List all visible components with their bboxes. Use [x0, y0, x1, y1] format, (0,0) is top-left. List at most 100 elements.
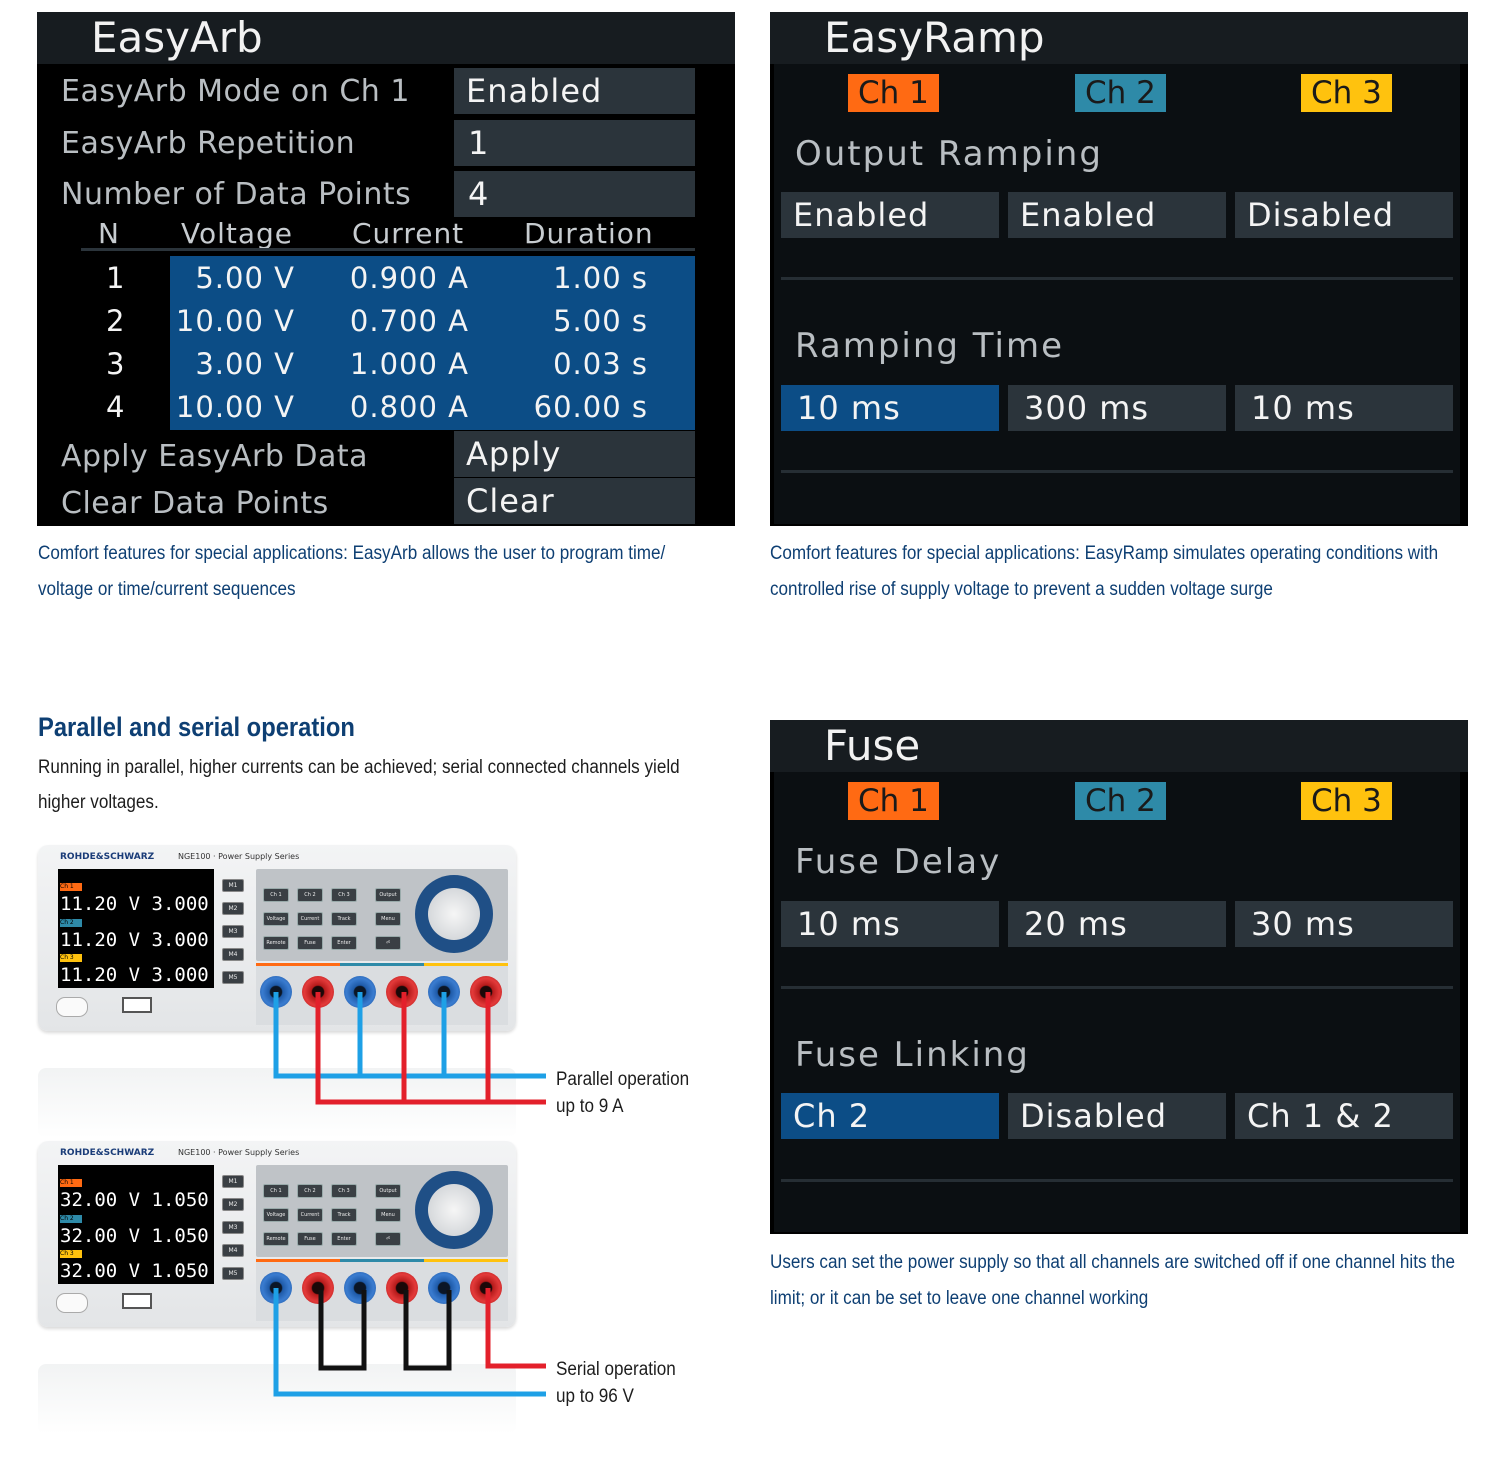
row-duration: 1.00 s — [553, 261, 648, 295]
fuse-linking-ch3[interactable]: Ch 1 & 2 — [1235, 1093, 1453, 1139]
key-ch3[interactable]: Ch 3 — [331, 1184, 357, 1198]
ch1-tag: Ch 1 — [848, 782, 939, 820]
ch2-negative-jack[interactable] — [344, 1272, 376, 1304]
rotary-knob[interactable] — [428, 1184, 480, 1236]
key-enter[interactable]: Enter — [331, 936, 357, 950]
clear-button[interactable]: Clear — [454, 478, 695, 524]
output-ramping-ch1[interactable]: Enabled — [781, 192, 999, 238]
key-menu[interactable]: Menu — [375, 912, 401, 926]
memory-button-3[interactable]: M3 — [222, 1221, 244, 1234]
easyramp-title: EasyRamp — [824, 13, 1045, 62]
key-track[interactable]: Track — [331, 912, 357, 926]
row-index: 2 — [106, 304, 125, 338]
row-index: 3 — [106, 347, 125, 381]
fuse-linking-ch1[interactable]: Ch 2 — [781, 1093, 999, 1139]
rotary-knob[interactable] — [428, 888, 480, 940]
key-ch2[interactable]: Ch 2 — [297, 1184, 323, 1198]
output-ramping-label: Output Ramping — [795, 134, 1103, 174]
key-ch1[interactable]: Ch 1 — [263, 1184, 289, 1198]
key-output[interactable]: Output — [375, 1184, 401, 1198]
row-current: 1.000 A — [349, 347, 469, 381]
fuse-caption: Users can set the power supply so that a… — [770, 1252, 1456, 1309]
model-label: NGE100 · Power Supply Series — [178, 852, 300, 861]
key-fuse[interactable]: Fuse — [297, 1232, 323, 1246]
divider — [781, 277, 1453, 280]
ch3-tag: Ch 3 — [60, 954, 82, 962]
divider — [781, 1179, 1453, 1182]
easyarb-caption: Comfort features for special application… — [38, 543, 666, 600]
key-voltage[interactable]: Voltage — [263, 1208, 289, 1222]
serial-black-link-1 — [318, 1290, 367, 1371]
row-voltage: 3.00 V — [195, 347, 295, 381]
easyarb-repetition-field[interactable]: 1 — [454, 120, 695, 166]
key-remote[interactable]: Remote — [263, 1232, 289, 1246]
usb-port — [122, 997, 152, 1013]
output-ramping-ch2[interactable]: Enabled — [1008, 192, 1226, 238]
memory-button-1[interactable]: M1 — [222, 879, 244, 892]
output-ramping-ch3[interactable]: Disabled — [1235, 192, 1453, 238]
power-switch[interactable] — [56, 1293, 88, 1313]
memory-button-4[interactable]: M4 — [222, 948, 244, 961]
fuse-linking-ch2[interactable]: Disabled — [1008, 1093, 1226, 1139]
apply-button[interactable]: Apply — [454, 431, 695, 477]
memory-button-1[interactable]: M1 — [222, 1175, 244, 1188]
fuse-delay-ch2[interactable]: 20 ms — [1008, 901, 1226, 947]
table-header-divider — [81, 248, 695, 251]
easyarb-points-field[interactable]: 4 — [454, 171, 695, 217]
key-back[interactable]: ⏎ — [375, 936, 401, 950]
device-display: Ch 1 11.20 V 3.000 A Ch 2 11.20 V 3.000 … — [58, 869, 214, 988]
fuse-delay-ch3[interactable]: 30 ms — [1235, 901, 1453, 947]
key-track[interactable]: Track — [331, 1208, 357, 1222]
key-ch3[interactable]: Ch 3 — [331, 888, 357, 902]
usb-port — [122, 1293, 152, 1309]
ch1-positive-jack[interactable] — [302, 1272, 334, 1304]
key-ch2[interactable]: Ch 2 — [297, 888, 323, 902]
key-back[interactable]: ⏎ — [375, 1232, 401, 1246]
memory-button-4[interactable]: M4 — [222, 1244, 244, 1257]
fuse-delay-ch1[interactable]: 10 ms — [781, 901, 999, 947]
ramping-time-ch2[interactable]: 300 ms — [1008, 385, 1226, 431]
serial-label-line1: Serial operation — [556, 1359, 676, 1380]
key-fuse[interactable]: Fuse — [297, 936, 323, 950]
memory-button-2[interactable]: M2 — [222, 902, 244, 915]
terminal-strip — [256, 963, 508, 1025]
ch2-tag: Ch 2 — [1075, 74, 1166, 112]
memory-button-3[interactable]: M3 — [222, 925, 244, 938]
fuse-linking-label: Fuse Linking — [795, 1035, 1030, 1075]
ch2-positive-jack[interactable] — [386, 1272, 418, 1304]
memory-button-5[interactable]: M5 — [222, 1267, 244, 1280]
ch3-tag: Ch 3 — [1301, 782, 1392, 820]
ch3-colour-band — [424, 1259, 508, 1262]
key-voltage[interactable]: Voltage — [263, 912, 289, 926]
parallel-label-line1: Parallel operation — [556, 1069, 690, 1090]
ch3-reading: 32.00 V 1.050 A — [60, 1260, 214, 1282]
ch2-tag: Ch 2 — [60, 919, 82, 927]
ch2-colour-band — [340, 1259, 424, 1262]
key-enter[interactable]: Enter — [331, 1232, 357, 1246]
ch1-colour-band — [256, 1259, 340, 1262]
power-supply-bottom: ROHDE&SCHWARZ NGE100 · Power Supply Seri… — [38, 1141, 516, 1327]
key-current[interactable]: Current — [297, 1208, 323, 1222]
brand-logo: ROHDE&SCHWARZ — [60, 1148, 155, 1158]
ramping-time-ch1[interactable]: 10 ms — [781, 385, 999, 431]
easyarb-mode-field[interactable]: Enabled — [454, 68, 695, 114]
key-menu[interactable]: Menu — [375, 1208, 401, 1222]
memory-button-5[interactable]: M5 — [222, 971, 244, 984]
memory-button-2[interactable]: M2 — [222, 1198, 244, 1211]
row-voltage: 10.00 V — [175, 304, 295, 338]
easyramp-caption: Comfort features for special application… — [770, 543, 1439, 600]
ch1-tag: Ch 1 — [60, 883, 82, 891]
key-ch1[interactable]: Ch 1 — [263, 888, 289, 902]
terminal-strip — [256, 1259, 508, 1321]
key-current[interactable]: Current — [297, 912, 323, 926]
key-remote[interactable]: Remote — [263, 936, 289, 950]
brand-logo: ROHDE&SCHWARZ — [60, 852, 155, 862]
row-duration: 60.00 s — [533, 390, 648, 424]
ch3-negative-jack[interactable] — [428, 1272, 460, 1304]
power-switch[interactable] — [56, 997, 88, 1017]
data-points-table[interactable] — [170, 256, 695, 430]
device-display: Ch 1 32.00 V 1.050 A Ch 2 32.00 V 1.050 … — [58, 1165, 214, 1284]
ramping-time-ch3[interactable]: 10 ms — [1235, 385, 1453, 431]
key-output[interactable]: Output — [375, 888, 401, 902]
